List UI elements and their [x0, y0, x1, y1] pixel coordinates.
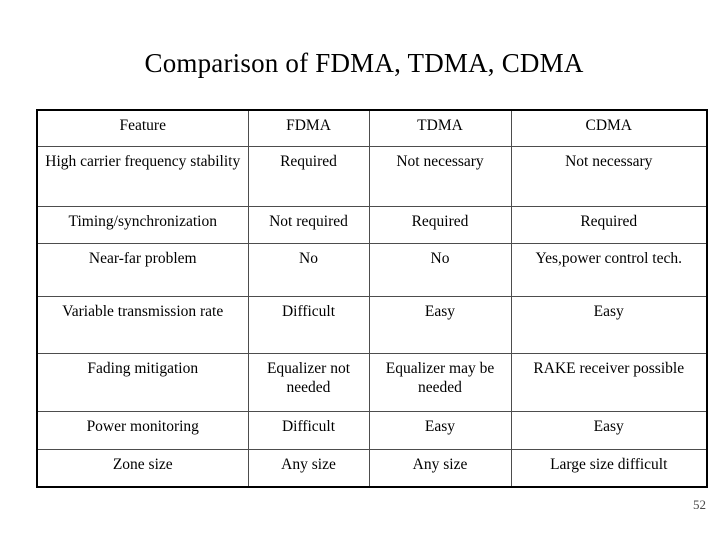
cell-tdma: Required — [368, 206, 512, 244]
cell-fdma: Any size — [247, 449, 370, 488]
cell-fdma: No — [247, 243, 370, 297]
column-header-fdma: FDMA — [247, 109, 370, 147]
cell-cdma: Large size difficult — [510, 449, 708, 488]
cell-cdma: Required — [510, 206, 708, 244]
cell-feature: High carrier frequency stability — [36, 146, 249, 207]
cell-feature: Timing/synchronization — [36, 206, 249, 244]
comparison-table-container: Feature FDMA TDMA CDMA High carrier freq… — [36, 109, 708, 488]
column-header-tdma: TDMA — [368, 109, 512, 147]
column-header-cdma: CDMA — [510, 109, 708, 147]
table-row: Zone size Any size Any size Large size d… — [36, 449, 708, 488]
cell-cdma: Easy — [510, 296, 708, 354]
column-header-feature: Feature — [36, 109, 249, 147]
cell-tdma: Equalizer may be needed — [368, 353, 512, 412]
cell-tdma: Any size — [368, 449, 512, 488]
cell-feature: Fading mitigation — [36, 353, 249, 412]
table-header-row: Feature FDMA TDMA CDMA — [36, 109, 708, 147]
cell-cdma: Yes,power control tech. — [510, 243, 708, 297]
table-row: Timing/synchronization Not required Requ… — [36, 206, 708, 244]
cell-cdma: Not necessary — [510, 146, 708, 207]
page-number: 52 — [693, 497, 706, 512]
table-row: Fading mitigation Equalizer not needed E… — [36, 353, 708, 412]
cell-cdma: RAKE receiver possible — [510, 353, 708, 412]
cell-feature: Variable transmission rate — [36, 296, 249, 354]
cell-fdma: Difficult — [247, 411, 370, 450]
page-title: Comparison of FDMA, TDMA, CDMA — [144, 48, 584, 78]
table-row: Near-far problem No No Yes,power control… — [36, 243, 708, 297]
cell-fdma: Equalizer not needed — [247, 353, 370, 412]
cell-tdma: Easy — [368, 296, 512, 354]
cell-tdma: No — [368, 243, 512, 297]
table-row: Power monitoring Difficult Easy Easy — [36, 411, 708, 450]
comparison-table: Feature FDMA TDMA CDMA High carrier freq… — [36, 109, 708, 488]
cell-tdma: Not necessary — [368, 146, 512, 207]
table-row: High carrier frequency stability Require… — [36, 146, 708, 207]
cell-feature: Near-far problem — [36, 243, 249, 297]
table-row: Variable transmission rate Difficult Eas… — [36, 296, 708, 354]
cell-feature: Zone size — [36, 449, 249, 488]
cell-tdma: Easy — [368, 411, 512, 450]
cell-fdma: Not required — [247, 206, 370, 244]
cell-fdma: Difficult — [247, 296, 370, 354]
cell-fdma: Required — [247, 146, 370, 207]
cell-cdma: Easy — [510, 411, 708, 450]
cell-feature: Power monitoring — [36, 411, 249, 450]
